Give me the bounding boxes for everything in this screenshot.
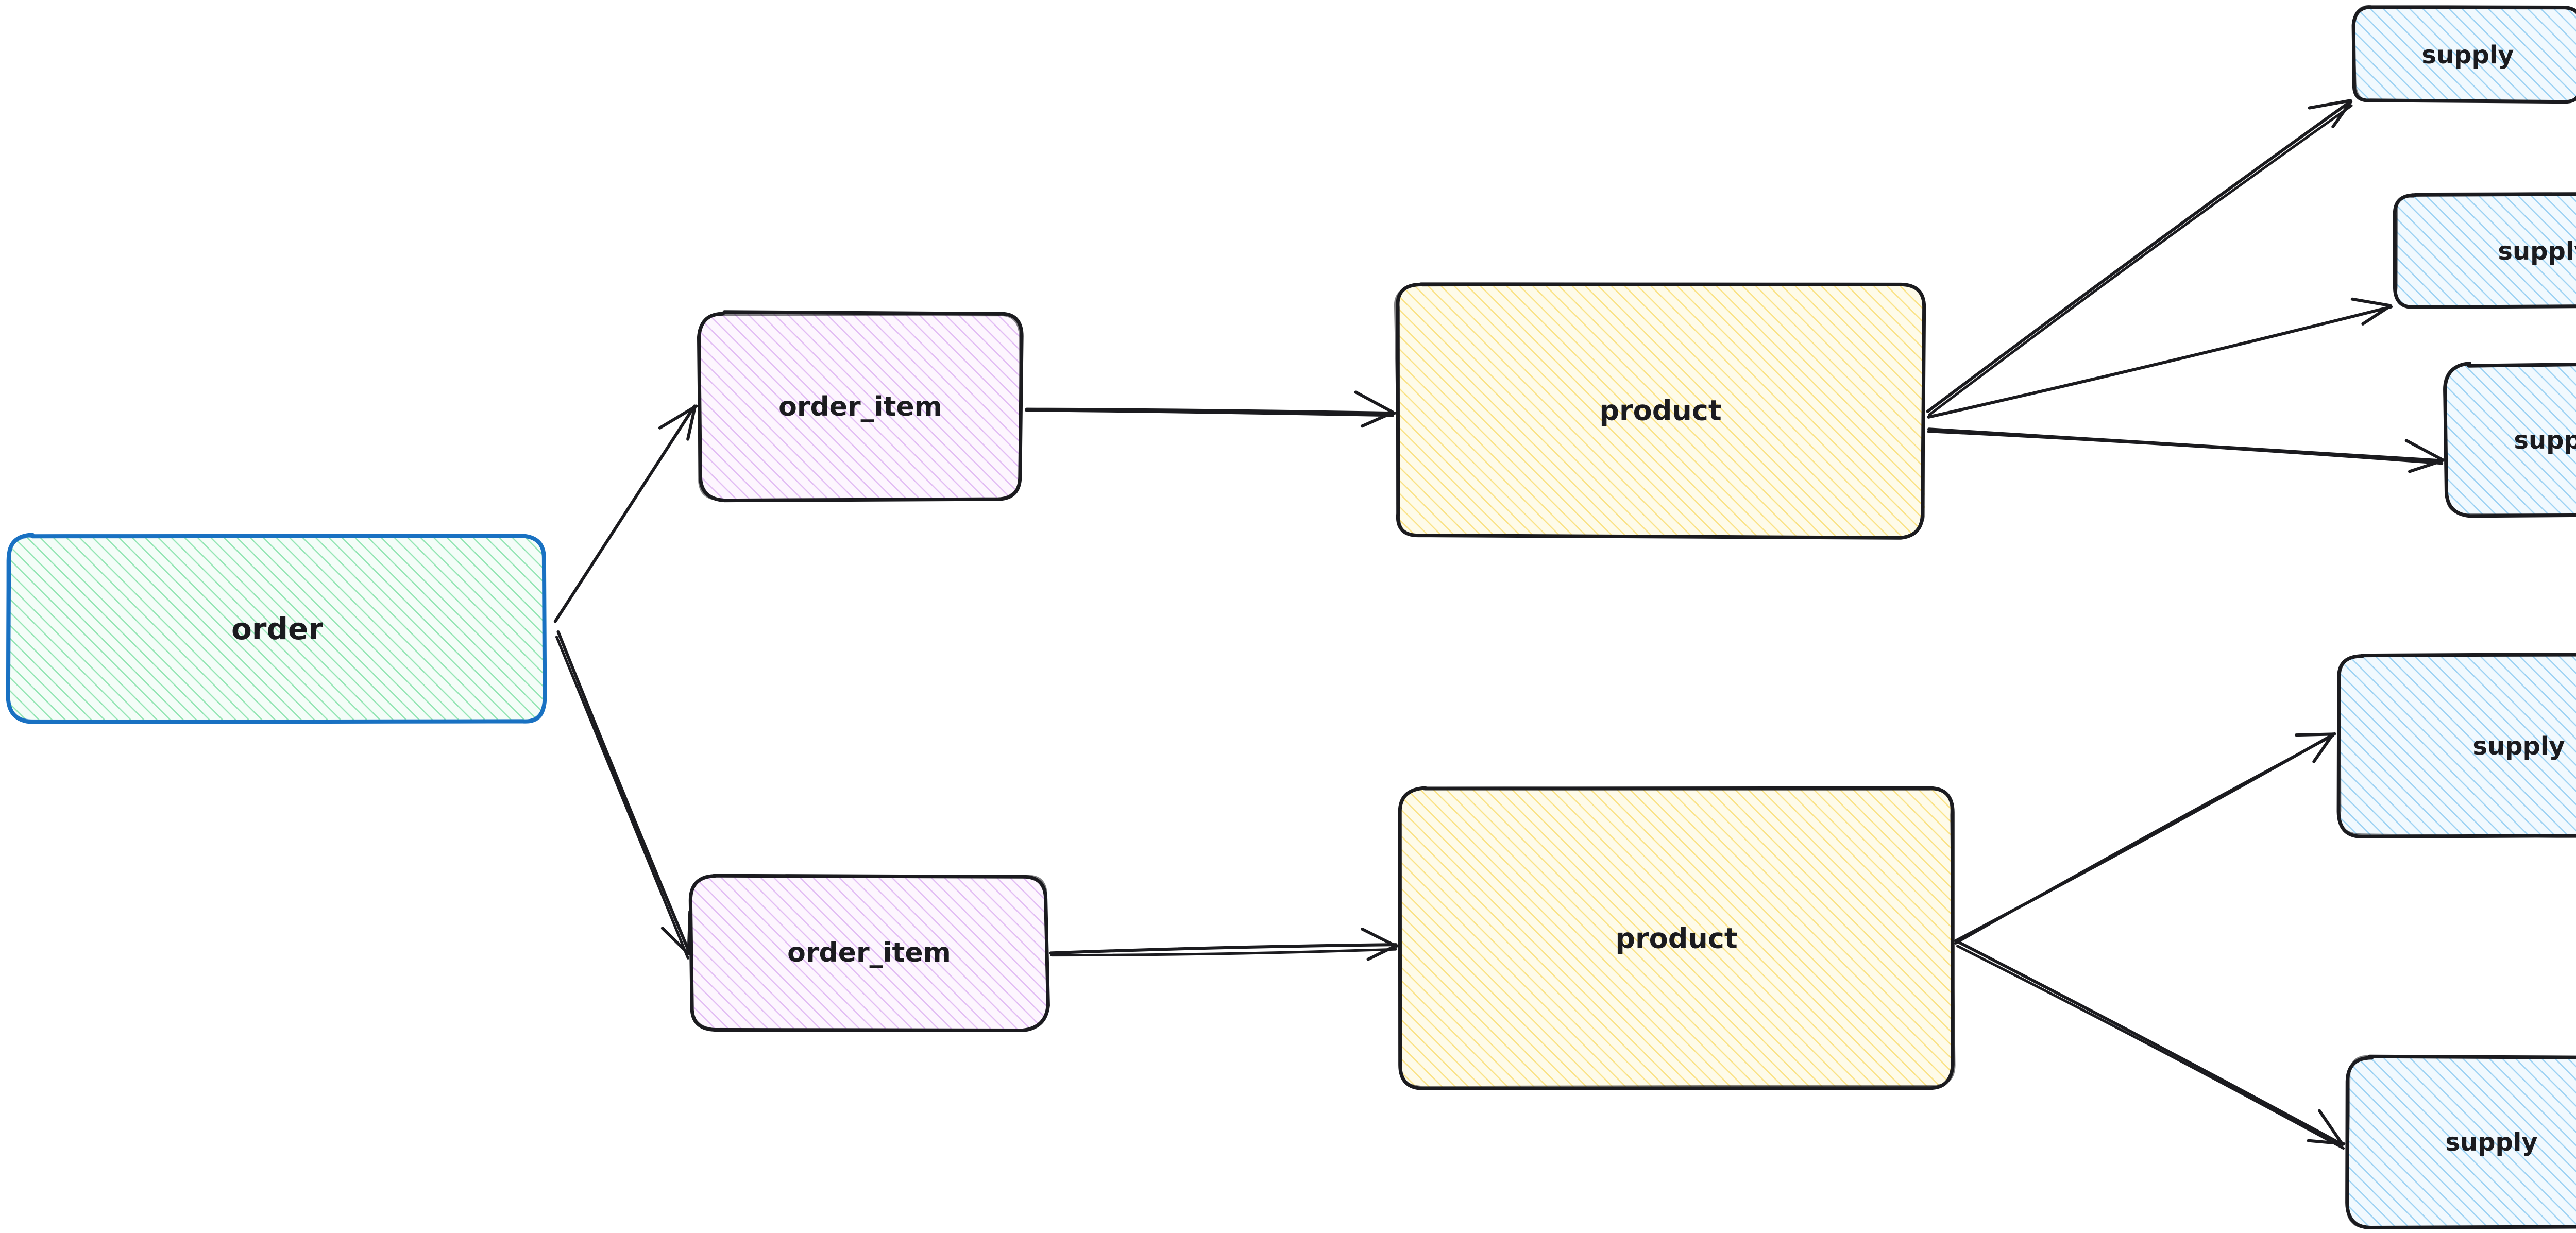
edge-order_item_top-to-product_top[interactable] [1024, 390, 1396, 428]
arrowhead-whisker [686, 406, 697, 441]
edge-stroke [1954, 734, 2334, 945]
node-product_bottom[interactable]: product [1398, 786, 1956, 1090]
arrowhead-whisker [2408, 459, 2444, 473]
node-label-order_item_bottom: order_item [787, 937, 951, 968]
node-hatch-supply_t1 [2353, 7, 2576, 101]
node-outline-order [6, 534, 547, 724]
node-supply_t3[interactable]: supply [2443, 362, 2576, 518]
edges-layer [553, 99, 2445, 1150]
arrowhead-whisker [1361, 928, 1398, 948]
node-outline-product_top [1394, 283, 1925, 539]
node-hatch-supply_t2 [2394, 194, 2576, 307]
arrowhead-whisker [2331, 100, 2353, 129]
node-hatch-supply_b2 [2347, 1056, 2576, 1227]
edge-order-to-order_item_bottom[interactable] [555, 630, 692, 960]
arrowhead-whisker [2404, 439, 2445, 462]
node-label-supply_t3: supply [2514, 426, 2576, 455]
arrowhead-whisker [2308, 99, 2352, 110]
edge-stroke [553, 404, 697, 623]
node-label-product_top: product [1599, 395, 1721, 427]
edge-stroke [1956, 945, 2345, 1150]
node-hatch-order_item_top [699, 312, 1022, 500]
arrowhead-whisker [1360, 410, 1395, 428]
arrowhead-whisker [2318, 1109, 2344, 1146]
node-outline-order_item_top [698, 312, 1022, 501]
edge-product_top-to-supply_t3[interactable] [1927, 427, 2445, 473]
node-product_top[interactable]: product [1394, 282, 1926, 540]
edge-stroke [1050, 948, 1397, 957]
node-hatch-order [8, 535, 546, 723]
edge-product_top-to-supply_t2[interactable] [1927, 297, 2393, 419]
arrowhead-whisker [2312, 732, 2335, 763]
node-label-supply_t1: supply [2421, 41, 2514, 70]
node-order_item_top[interactable]: order_item [697, 310, 1024, 503]
node-supply_t2[interactable]: supply [2393, 192, 2576, 310]
node-supply_t1[interactable]: supply [2351, 5, 2576, 104]
node-label-supply_b2: supply [2445, 1128, 2537, 1157]
edge-order-to-order_item_top[interactable] [553, 404, 698, 623]
edge-stroke [1927, 305, 2393, 419]
node-hatch-supply_t3 [2445, 365, 2576, 515]
edge-order_item_bottom-to-product_bottom[interactable] [1049, 928, 1398, 961]
edge-stroke [1956, 940, 2344, 1146]
node-outline-supply_t3 [2443, 363, 2576, 516]
arrowhead-whisker [2307, 1139, 2346, 1145]
arrowhead-whisker [2294, 732, 2335, 737]
edge-stroke [555, 636, 689, 960]
node-outline-order_item_bottom [689, 874, 1048, 1033]
edge-stroke [1926, 99, 2352, 413]
arrowhead-whisker [660, 927, 690, 955]
node-supply_b2[interactable]: supply [2345, 1054, 2576, 1229]
node-hatch-supply_b1 [2337, 655, 2576, 837]
edge-product_top-to-supply_t1[interactable] [1926, 99, 2353, 417]
node-outline-supply_t3 [2443, 362, 2576, 518]
node-label-product_bottom: product [1615, 922, 1737, 955]
arrowhead-whisker [2361, 304, 2392, 326]
node-outline-supply_t1 [2352, 5, 2576, 102]
arrowhead-whisker [658, 404, 698, 430]
node-label-supply_t2: supply [2498, 237, 2576, 266]
edge-stroke [1024, 409, 1394, 417]
edge-stroke [1049, 943, 1398, 955]
arrowhead-whisker [1366, 944, 1398, 961]
edge-stroke [1025, 407, 1396, 415]
nodes-layer: orderorder_itemorder_itemproductproducts… [6, 5, 2576, 1229]
node-label-order_item_top: order_item [778, 391, 942, 422]
node-outline-product_bottom [1398, 786, 1956, 1088]
node-label-order: order [231, 611, 323, 646]
node-hatch-order_item_bottom [691, 875, 1047, 1030]
node-outline-supply_t2 [2393, 192, 2576, 309]
node-label-supply_b1: supply [2472, 732, 2565, 761]
arrowhead-whisker [2350, 297, 2392, 307]
node-hatch-product_top [1396, 283, 1925, 537]
node-order[interactable]: order [6, 533, 547, 724]
node-supply_b1[interactable]: supply [2336, 653, 2576, 839]
arrowhead-whisker [1354, 390, 1394, 414]
edge-stroke [1927, 430, 2444, 465]
edge-stroke [556, 630, 691, 954]
edge-product_bottom-to-supply_b1[interactable] [1954, 732, 2336, 945]
edge-product_bottom-to-supply_b2[interactable] [1956, 940, 2346, 1150]
node-outline-supply_t2 [2395, 192, 2576, 310]
node-outline-supply_b1 [2338, 654, 2576, 838]
edge-stroke [1928, 104, 2353, 417]
node-hatch-product_bottom [1400, 788, 1953, 1088]
node-outline-supply_b2 [2346, 1055, 2576, 1229]
node-order_item_bottom[interactable]: order_item [688, 874, 1050, 1033]
